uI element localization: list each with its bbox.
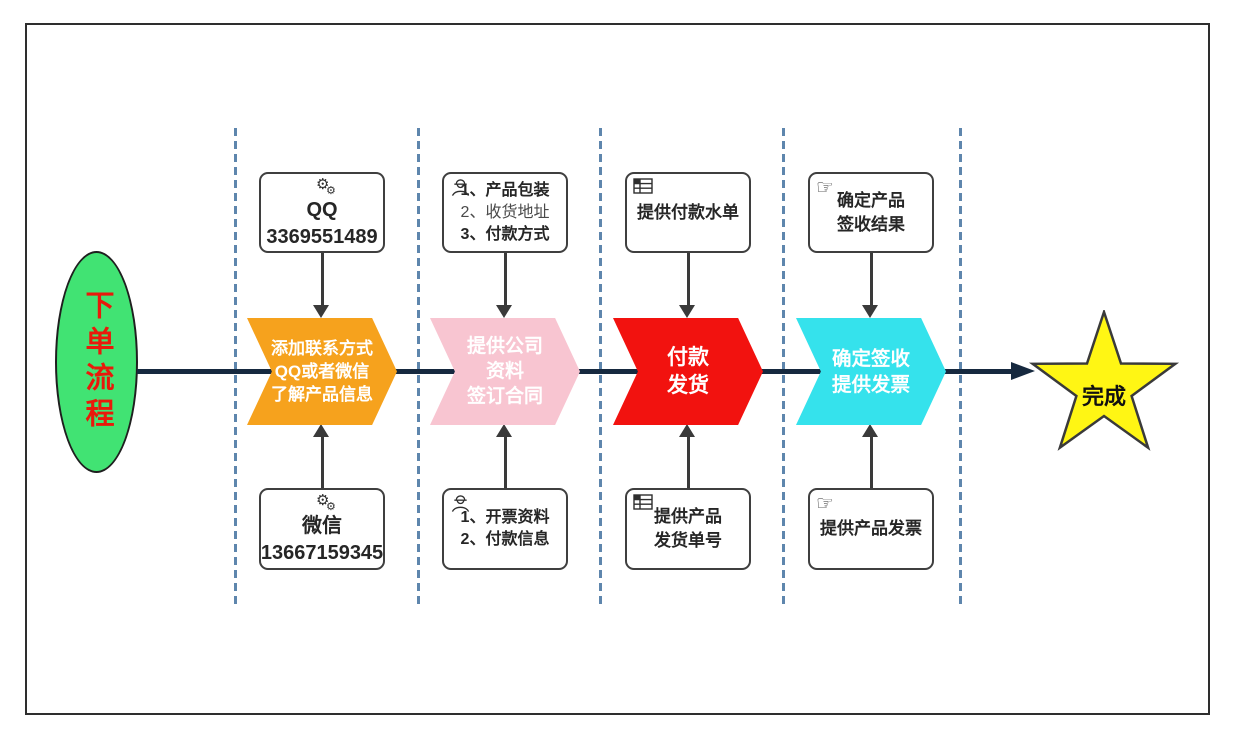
connector-line-down xyxy=(504,253,507,306)
arrow-up-icon xyxy=(496,424,512,437)
connector-line-up xyxy=(687,437,690,488)
note-line: 提供产品 xyxy=(654,507,722,526)
note-box-wechat[interactable]: ⚙⚙ 微信 13667159345 xyxy=(259,488,385,570)
star-shape xyxy=(1028,310,1180,451)
connector-line-down xyxy=(870,253,873,306)
main-flow-arrowhead-icon xyxy=(1011,362,1035,380)
arrow-up-icon xyxy=(862,424,878,437)
chevron-label-line: 付款 xyxy=(667,345,709,369)
arrow-down-icon xyxy=(496,305,512,318)
start-node-label: 下单流程 xyxy=(81,290,113,434)
chevron-label-line: 确定签收 xyxy=(831,347,910,370)
step-column-3: 提供付款水单 付款 发货 提供产品 发货单号 xyxy=(613,172,763,570)
connector-line-up xyxy=(321,437,324,488)
connector-line-up xyxy=(870,437,873,488)
note-box-qq[interactable]: ⚙⚙ QQ 3369551489 xyxy=(259,172,385,253)
note-line: 微信 xyxy=(302,515,342,537)
note-box-payment-slip[interactable]: 提供付款水单 xyxy=(625,172,751,253)
note-line: 1、产品包装 xyxy=(460,181,550,199)
pointing-hand-icon: ☞ xyxy=(816,177,834,199)
note-line: 2、付款信息 xyxy=(460,531,550,548)
note-line: 3369551489 xyxy=(266,225,378,248)
dashed-guide-line-2 xyxy=(417,128,420,606)
note-line: QQ xyxy=(306,198,338,221)
step-chevron-payment[interactable]: 付款 发货 xyxy=(613,318,763,425)
connector-line-down xyxy=(321,253,324,306)
chevron-label-line: 提供公司 xyxy=(466,336,543,357)
note-line: 发货单号 xyxy=(654,531,722,550)
table-icon xyxy=(633,178,653,197)
arrow-down-icon xyxy=(313,305,329,318)
step-chevron-contract[interactable]: 提供公司 资料 签订合同 xyxy=(430,318,580,425)
table-icon xyxy=(633,494,653,513)
chevron-label-line: 了解产品信息 xyxy=(271,385,373,404)
step-column-1: ⚙⚙ QQ 3369551489 添加联系方式 QQ或者微信 了解产品信息 ⚙⚙… xyxy=(247,172,397,570)
chevron-label-line: 资料 xyxy=(485,361,524,382)
note-line: 13667159345 xyxy=(260,542,384,564)
arrow-down-icon xyxy=(679,305,695,318)
dashed-guide-line-5 xyxy=(959,128,962,606)
note-box-invoice-info[interactable]: 1、开票资料 2、付款信息 xyxy=(442,488,568,570)
note-line: 提供付款水单 xyxy=(637,202,739,222)
arrow-down-icon xyxy=(862,305,878,318)
chevron-label-line: 添加联系方式 xyxy=(271,339,373,358)
note-line: 确定产品 xyxy=(837,190,905,210)
step-chevron-sign-invoice[interactable]: 确定签收 提供发票 xyxy=(796,318,946,425)
step-column-4: ☞ 确定产品 签收结果 确定签收 提供发票 ☞ 提供产品发票 xyxy=(796,172,946,570)
note-box-shipping-number[interactable]: 提供产品 发货单号 xyxy=(625,488,751,570)
note-line: 签收结果 xyxy=(837,214,905,234)
worker-icon xyxy=(450,494,471,517)
connector-line-up xyxy=(504,437,507,488)
dashed-guide-line-1 xyxy=(234,128,237,606)
arrow-up-icon xyxy=(679,424,695,437)
finish-label: 完成 xyxy=(1082,384,1126,409)
gears-icon: ⚙⚙ xyxy=(316,492,336,513)
note-line: 3、付款方式 xyxy=(460,225,550,243)
dashed-guide-line-3 xyxy=(599,128,602,606)
note-line: 2、收货地址 xyxy=(460,203,550,221)
worker-icon xyxy=(450,178,471,201)
outer-border xyxy=(25,23,1210,715)
finish-star[interactable]: 完成 xyxy=(1028,310,1180,452)
note-box-company-info[interactable]: 1、产品包装 2、收货地址 3、付款方式 xyxy=(442,172,568,253)
chevron-label-line: 发货 xyxy=(667,373,709,397)
dashed-guide-line-4 xyxy=(782,128,785,606)
step-chevron-contact[interactable]: 添加联系方式 QQ或者微信 了解产品信息 xyxy=(247,318,397,425)
chevron-label-line: QQ或者微信 xyxy=(274,362,370,381)
note-line: 提供产品发票 xyxy=(820,519,922,538)
arrow-up-icon xyxy=(313,424,329,437)
note-box-product-invoice[interactable]: ☞ 提供产品发票 xyxy=(808,488,934,570)
pointing-hand-icon: ☞ xyxy=(816,493,834,515)
start-node-ellipse[interactable]: 下单流程 xyxy=(55,251,138,473)
step-column-2: 1、产品包装 2、收货地址 3、付款方式 提供公司 资料 签订合同 1、开票资料… xyxy=(430,172,580,570)
note-line: 1、开票资料 xyxy=(460,509,550,526)
note-box-sign-result[interactable]: ☞ 确定产品 签收结果 xyxy=(808,172,934,253)
gears-icon: ⚙⚙ xyxy=(316,175,336,197)
chevron-label-line: 提供发票 xyxy=(831,373,910,396)
chevron-label-line: 签订合同 xyxy=(466,386,543,407)
connector-line-down xyxy=(687,253,690,306)
